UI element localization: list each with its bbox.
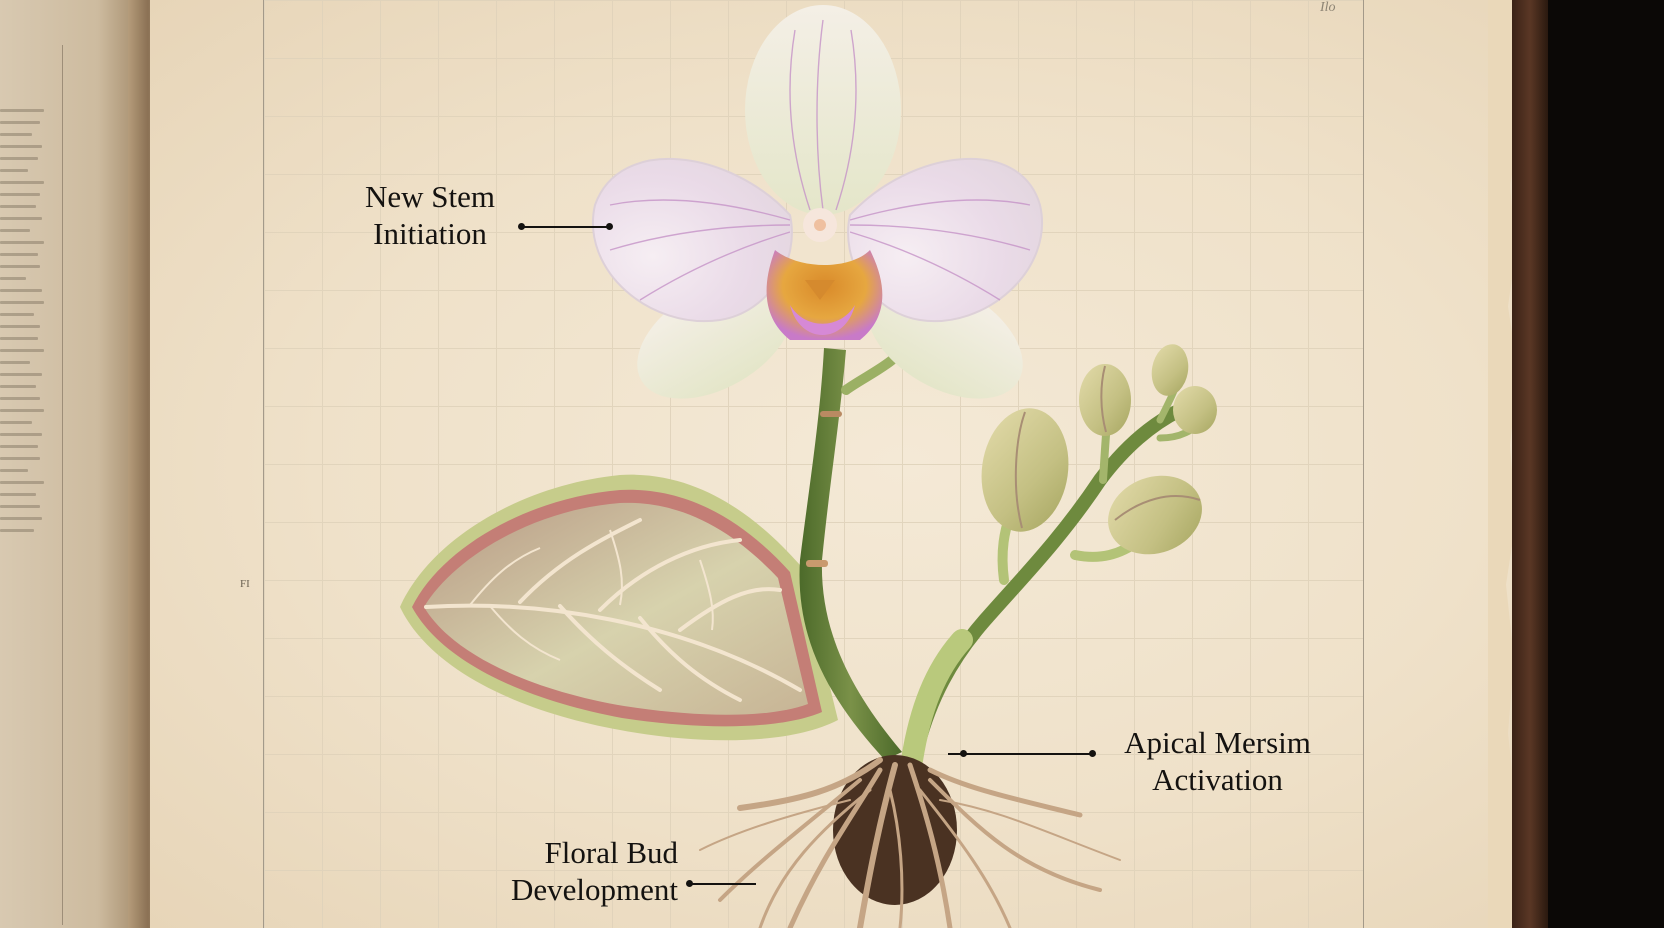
bud-spike [901,344,1217,771]
root-system [699,755,1121,928]
label-apical-line2: Activation [1152,762,1283,797]
label-apical-meristem-activation: Apical Mersim Activation [1105,724,1330,798]
label-new-stem-line1: New Stem [364,179,495,214]
left-page-rule [62,45,63,925]
connector-line-new-stem [522,226,610,228]
corner-mark: Ilo [1320,0,1336,15]
label-floral-bud-development: Floral Bud Development [478,834,678,908]
label-new-stem-initiation: New Stem Initiation [350,178,510,252]
main-stem [799,348,902,760]
orchid-flower [592,5,1043,399]
label-floral-bud-line1: Floral Bud [544,835,678,870]
label-new-stem-line2: Initiation [373,216,487,251]
label-floral-bud-line2: Development [510,872,678,907]
margin-mark: FI [240,578,250,590]
connector-dot-floral-bud [686,880,693,887]
connector-line-apical [948,753,1092,755]
connector-line-floral-bud [690,883,756,885]
wooden-frame-edge [1512,0,1548,928]
left-page-text-block [0,100,60,541]
leaf-cross-section [400,474,838,741]
connector-dot-apical-end [1089,750,1096,757]
connector-dot-new-stem-end [606,223,613,230]
connector-dot-new-stem-start [518,223,525,230]
left-book-page [0,0,140,928]
label-apical-line1: Apical Mersim [1124,725,1311,760]
